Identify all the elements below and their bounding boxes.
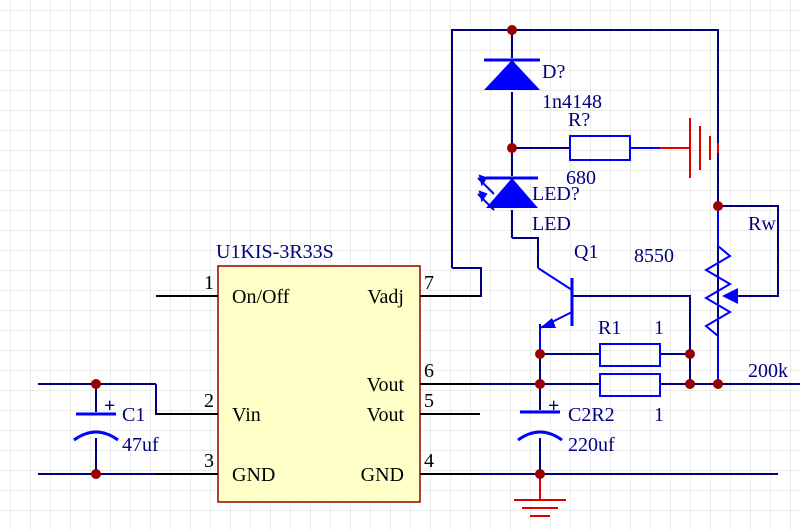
pin-number-7: 7: [424, 272, 434, 294]
led-arrows: [477, 174, 495, 211]
chip-body: [217, 265, 421, 503]
led-body: [486, 178, 538, 208]
resistor-r2[interactable]: 1: [599, 373, 664, 426]
chip-designator: U1KIS-3R33S: [216, 241, 334, 263]
potentiometer-rw[interactable]: Rw 200k: [704, 206, 788, 384]
c1-plate-bottom: [73, 430, 119, 442]
transistor-designator: Q1: [574, 241, 598, 263]
led[interactable]: LED? LED: [477, 174, 580, 235]
wire-top-loop: [451, 29, 719, 356]
resistor-r1-value: 1: [654, 317, 664, 339]
pin-number-2: 2: [204, 390, 214, 412]
capacitor-c1[interactable]: + C1 47uf: [73, 395, 159, 456]
transistor-q1[interactable]: Q1 8550: [537, 241, 674, 354]
transistor-collector: [537, 267, 573, 291]
resistor-r680-value: 680: [566, 167, 596, 189]
pin-name-vout-5: Vout: [367, 404, 405, 426]
capacitor-c2-designator: C2R2: [568, 404, 615, 426]
resistor-r2-body: [599, 373, 661, 397]
c1-value: 47uf: [122, 434, 159, 456]
pin-name-gnd-right: GND: [361, 464, 404, 486]
led-designator: LED?: [532, 183, 580, 205]
pin-name-onoff: On/Off: [232, 286, 290, 308]
transistor-arrow: [540, 318, 556, 328]
c1-polarity: +: [104, 395, 115, 417]
chip-u1[interactable]: U1KIS-3R33S 1 2 3 7 6 5 4 On/Off Vin GND…: [156, 241, 480, 503]
c2-plate-bottom: [517, 430, 563, 442]
resistor-r680-designator: R?: [568, 109, 590, 131]
pin-number-4: 4: [424, 450, 434, 472]
pin-name-gnd-left: GND: [232, 464, 275, 486]
diode-d[interactable]: D? 1n4148: [484, 58, 602, 113]
resistor-r1[interactable]: R1 1: [598, 317, 664, 367]
pot-designator: Rw: [748, 213, 776, 235]
pin-name-vin: Vin: [232, 404, 261, 426]
wire-led-to-q1: [512, 237, 539, 268]
c1-designator: C1: [122, 404, 145, 426]
pot-zigzag: [704, 245, 732, 337]
c2-value: 220uf: [568, 434, 615, 456]
ground-symbol-red: [660, 118, 719, 178]
transistor-value: 8550: [634, 245, 674, 267]
pot-value: 200k: [748, 360, 788, 382]
diode-value: 1n4148: [542, 91, 602, 113]
junction-dots: [91, 25, 723, 479]
resistor-r1-body: [599, 343, 661, 367]
pin-name-vadj: Vadj: [367, 286, 404, 308]
pin-number-3: 3: [204, 450, 214, 472]
pin-name-vout-6: Vout: [367, 374, 405, 396]
pin-number-5: 5: [424, 390, 434, 412]
pin-number-1: 1: [204, 272, 214, 294]
diode-designator: D?: [542, 61, 565, 83]
diode-body: [484, 60, 540, 90]
c2-polarity: +: [548, 395, 559, 417]
resistor-r680[interactable]: R? 680: [566, 109, 660, 189]
led-value: LED: [532, 213, 571, 235]
capacitor-c2[interactable]: + 220uf: [517, 395, 615, 456]
resistor-r1-designator: R1: [598, 317, 621, 339]
resistor-r2-value: 1: [654, 404, 664, 426]
chip-pin-lines: [156, 295, 480, 475]
wire-pot-wiper: [718, 205, 779, 297]
pot-wiper-arrow: [722, 288, 738, 304]
pin-number-6: 6: [424, 360, 434, 382]
